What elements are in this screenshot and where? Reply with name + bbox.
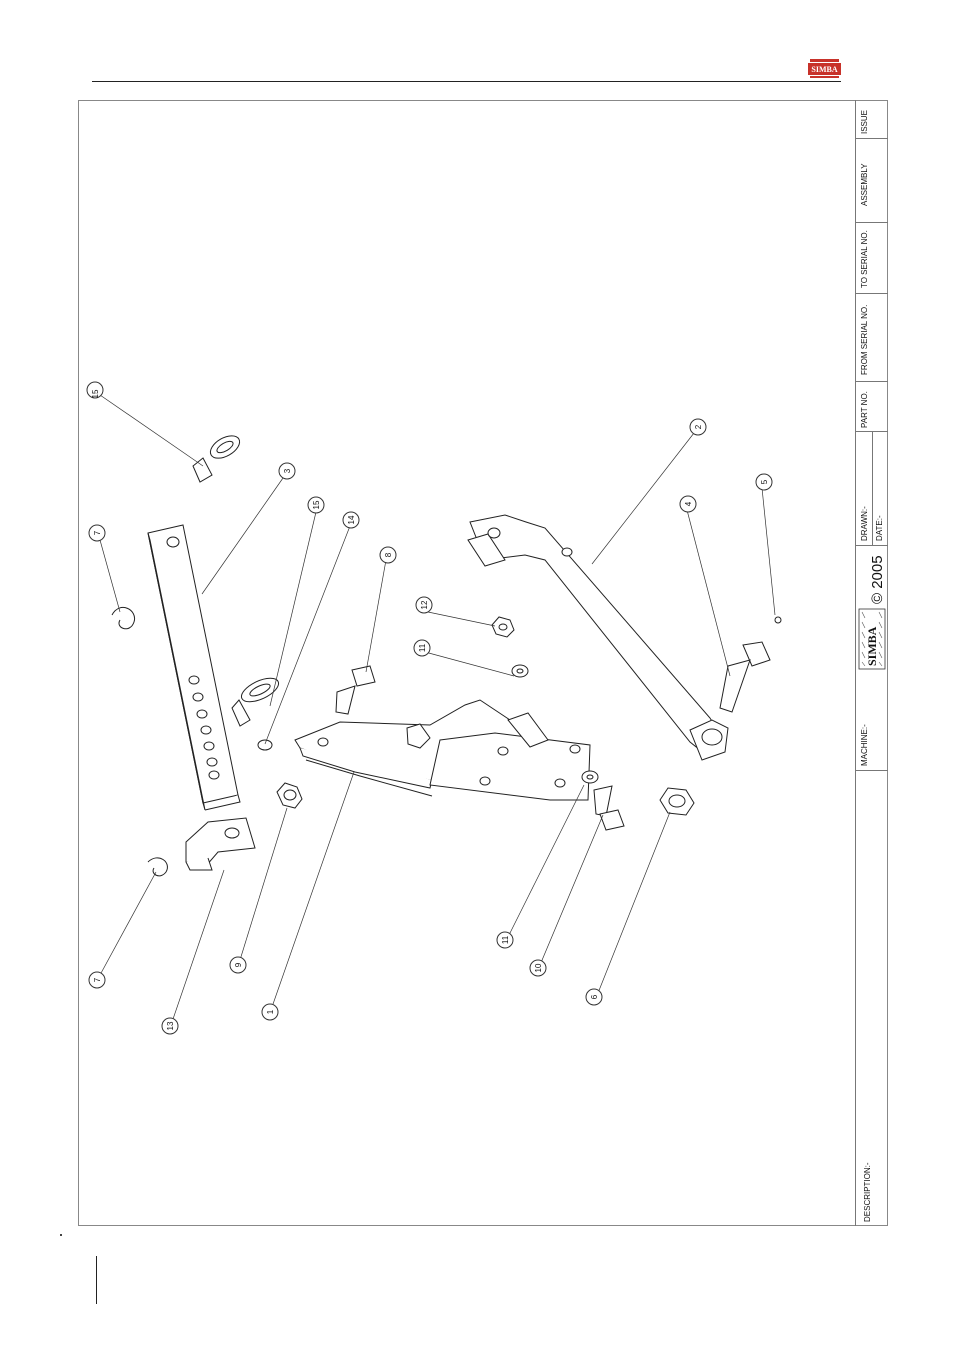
part-nut-6: [660, 788, 694, 815]
svg-text:2: 2: [694, 424, 703, 429]
callout-15-mid: 15: [308, 497, 324, 513]
callout-9: 9: [230, 957, 246, 973]
callout-11-bottom: 11: [497, 932, 513, 948]
callout-1: 1: [262, 1004, 278, 1020]
svg-text:10: 10: [534, 963, 543, 972]
svg-text:15: 15: [312, 500, 321, 509]
callout-10: 10: [530, 960, 546, 976]
part-nut-12: [492, 617, 514, 637]
part-strap-3: [148, 525, 240, 810]
svg-text:1: 1: [266, 1009, 275, 1014]
callout-12: 12: [416, 597, 432, 613]
callout-6: 6: [586, 989, 602, 1005]
footer-rule: [96, 1256, 97, 1304]
part-clip-7-bottom: [148, 858, 167, 876]
callout-14: 14: [343, 512, 359, 528]
part-pin-15-mid: [232, 673, 282, 726]
callout-2: 2: [690, 419, 706, 435]
part-grease-nipple-5: [775, 617, 781, 623]
callout-15-top: 15: [87, 382, 103, 398]
margin-mark: [60, 1234, 62, 1236]
svg-text:11: 11: [501, 935, 510, 944]
svg-text:15: 15: [91, 389, 100, 398]
svg-text:5: 5: [760, 479, 769, 484]
parts: [112, 431, 781, 876]
svg-text:4: 4: [684, 501, 693, 506]
svg-text:14: 14: [347, 515, 356, 524]
svg-text:11: 11: [418, 643, 427, 652]
svg-text:9: 9: [234, 962, 243, 967]
callout-8: 8: [380, 547, 396, 563]
part-bolt-8: [336, 666, 375, 714]
callout-11-top: 11: [414, 640, 430, 656]
svg-text:7: 7: [93, 530, 102, 535]
callout-4: 4: [680, 496, 696, 512]
part-bolt-4: [720, 642, 770, 712]
svg-text:13: 13: [166, 1021, 175, 1030]
part-bolt-10: [594, 786, 624, 830]
part-washer-11-bottom: [582, 771, 598, 783]
callout-7-top: 7: [89, 525, 105, 541]
svg-text:7: 7: [93, 977, 102, 982]
svg-text:12: 12: [420, 600, 429, 609]
callout-3: 3: [279, 463, 295, 479]
part-pin-15-top: [193, 431, 243, 482]
callout-7-bottom: 7: [89, 972, 105, 988]
svg-text:3: 3: [283, 468, 292, 473]
part-bracket-1: [295, 700, 590, 800]
part-clip-7-top: [112, 607, 135, 628]
svg-text:6: 6: [590, 994, 599, 999]
part-nut-9: [277, 783, 302, 808]
part-clevis-13: [186, 818, 255, 870]
callout-5: 5: [756, 474, 772, 490]
part-bush-14: [258, 740, 272, 750]
callout-13: 13: [162, 1018, 178, 1034]
part-washer-11-top: [512, 665, 528, 677]
svg-text:8: 8: [384, 552, 393, 557]
